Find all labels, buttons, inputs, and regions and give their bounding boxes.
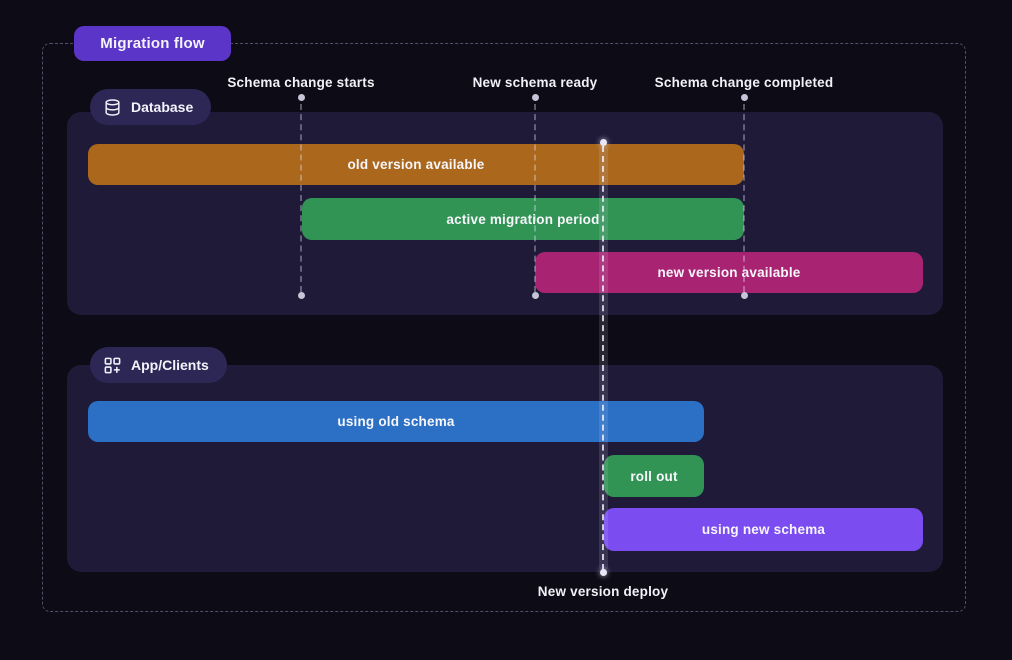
bar-using-old-schema: using old schema <box>88 401 704 442</box>
bar-label: old version available <box>347 157 485 172</box>
milestone-dot-bottom-2 <box>531 291 539 299</box>
bar-label: active migration period <box>446 211 600 227</box>
deploy-dot-top <box>599 138 607 146</box>
lane-pill-label: Database <box>131 99 194 115</box>
milestone-label-new-schema-ready: New schema ready <box>472 75 598 90</box>
bar-active-migration-period: active migration period <box>302 198 744 240</box>
milestone-line-schema-change-starts <box>300 104 302 292</box>
diagram-title: Migration flow <box>74 26 231 61</box>
milestone-dot-top-3 <box>740 93 748 101</box>
database-icon <box>103 98 122 117</box>
bar-new-version-available: new version available <box>535 252 923 293</box>
milestone-label-schema-change-starts: Schema change starts <box>227 75 375 90</box>
milestone-dot-top-1 <box>297 93 305 101</box>
bar-label: using old schema <box>337 414 455 429</box>
milestone-line-new-version-deploy <box>602 146 604 570</box>
lane-pill-database: Database <box>90 89 212 125</box>
milestone-dot-bottom-1 <box>297 291 305 299</box>
bar-label: using new schema <box>701 522 826 537</box>
milestone-dot-top-2 <box>531 93 539 101</box>
deploy-dot-bottom <box>599 568 607 576</box>
lane-pill-app-clients: App/Clients <box>90 347 227 383</box>
apps-add-icon <box>103 356 122 375</box>
milestone-line-new-schema-ready <box>534 104 536 292</box>
milestone-label-new-version-deploy: New version deploy <box>537 584 669 599</box>
milestone-line-schema-change-completed <box>743 104 745 292</box>
bar-using-new-schema: using new schema <box>604 508 923 551</box>
milestone-label-schema-change-completed: Schema change completed <box>654 75 834 90</box>
bar-label: new version available <box>657 265 801 280</box>
bar-roll-out: roll out <box>604 455 704 497</box>
lane-pill-label: App/Clients <box>131 357 209 373</box>
milestone-dot-bottom-3 <box>740 291 748 299</box>
bar-label: roll out <box>630 468 678 484</box>
diagram-frame <box>42 43 966 612</box>
bar-old-version-available: old version available <box>88 144 744 185</box>
